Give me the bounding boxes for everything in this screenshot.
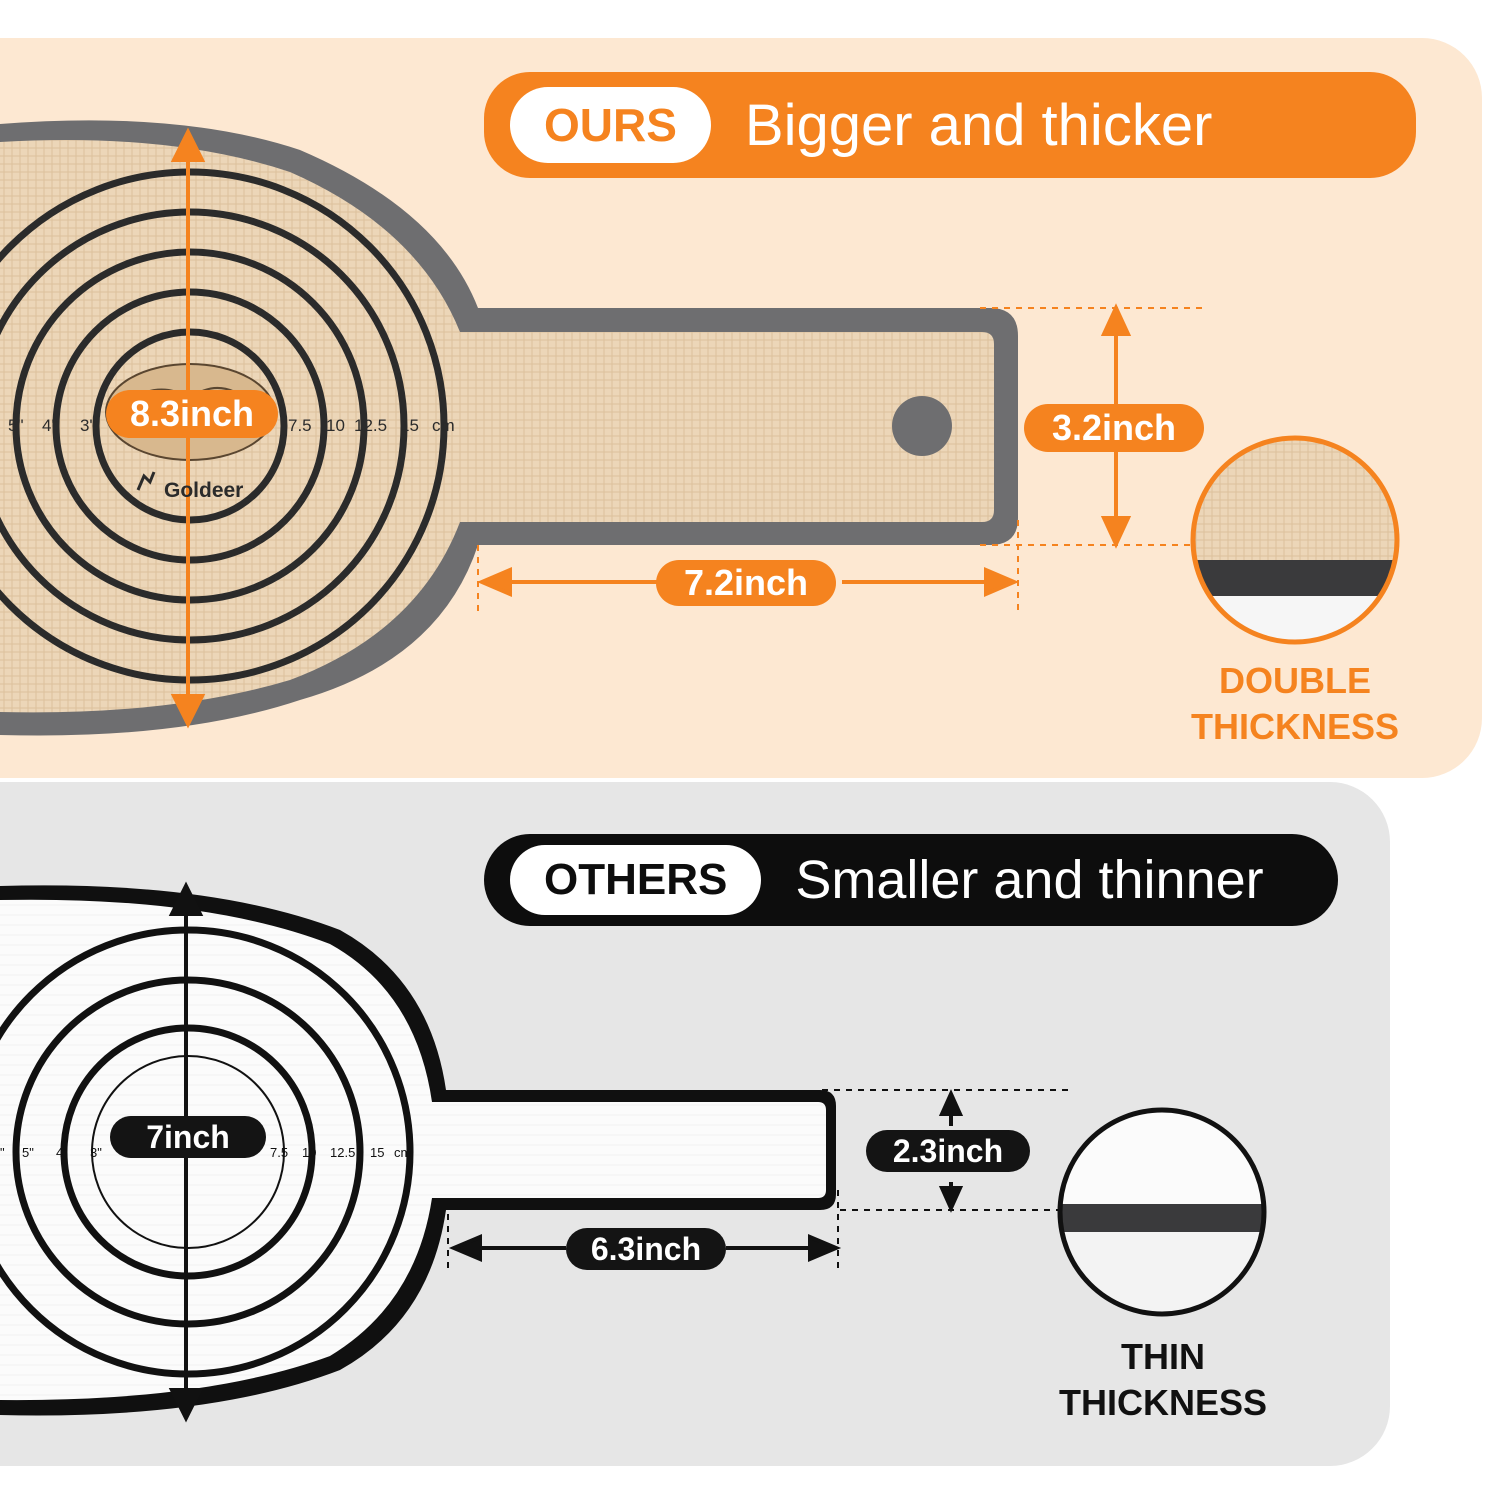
others-diameter-label: 7inch <box>110 1116 266 1158</box>
ruler-mark: 3" <box>80 416 96 435</box>
ruler-mark: 5" <box>8 416 24 435</box>
ruler-mark: 3" <box>90 1145 102 1160</box>
others-thickness-line1: THIN <box>1121 1336 1205 1377</box>
ruler-mark: 10 <box>326 416 345 435</box>
others-thickness-line2: THICKNESS <box>1058 1382 1268 1423</box>
ours-headline: Bigger and thicker <box>744 92 1213 158</box>
ruler-mark: 4" <box>56 1145 68 1160</box>
ours-tag: OURS <box>510 87 711 163</box>
ours-handle-length-label: 7.2inch <box>656 560 836 606</box>
others-headline-pill: OTHERS Smaller and thinner <box>484 834 1338 926</box>
ours-ruler: 5" 4" 3" 7.5 10 12.5 15 cm Goldeer <box>8 416 455 502</box>
others-thickness-caption: THIN THICKNESS <box>1038 1334 1288 1426</box>
others-thickness-zoom <box>1057 1107 1267 1317</box>
ruler-mark: 5" <box>22 1145 34 1160</box>
brand-logo: Goldeer <box>164 479 243 502</box>
hang-hole-icon <box>892 396 952 456</box>
ours-thickness-line2: THICKNESS <box>1190 706 1400 747</box>
ruler-mark: 15 <box>400 416 419 435</box>
ruler-mark: cm <box>394 1145 411 1160</box>
ruler-mark: 10 <box>302 1145 316 1160</box>
deer-logo-icon <box>136 471 156 491</box>
ours-handle-width-label: 3.2inch <box>1024 404 1204 452</box>
others-headline: Smaller and thinner <box>795 850 1264 910</box>
ruler-mark: " <box>0 1145 5 1160</box>
ours-thickness-caption: DOUBLE THICKNESS <box>1170 658 1420 750</box>
ruler-mark: 4" <box>42 416 58 435</box>
others-handle-length-label: 6.3inch <box>566 1228 726 1270</box>
ruler-mark: 12.5 <box>330 1145 355 1160</box>
ruler-mark: 7.5 <box>270 1145 288 1160</box>
others-tag: OTHERS <box>510 845 762 915</box>
ruler-mark: 7.5 <box>288 416 312 435</box>
ours-diameter-label: 8.3inch <box>106 390 278 438</box>
others-ruler: " 5" 4" 3" 7.5 10 12.5 15 cm <box>0 1145 411 1160</box>
ruler-mark: cm <box>432 416 455 435</box>
others-handle-width-label: 2.3inch <box>866 1130 1030 1172</box>
ours-headline-pill: OURS Bigger and thicker <box>484 72 1416 178</box>
ruler-mark: 12.5 <box>354 416 387 435</box>
ours-thickness-zoom <box>1190 435 1400 645</box>
ours-thickness-line1: DOUBLE <box>1219 660 1371 701</box>
ruler-mark: 15 <box>370 1145 384 1160</box>
